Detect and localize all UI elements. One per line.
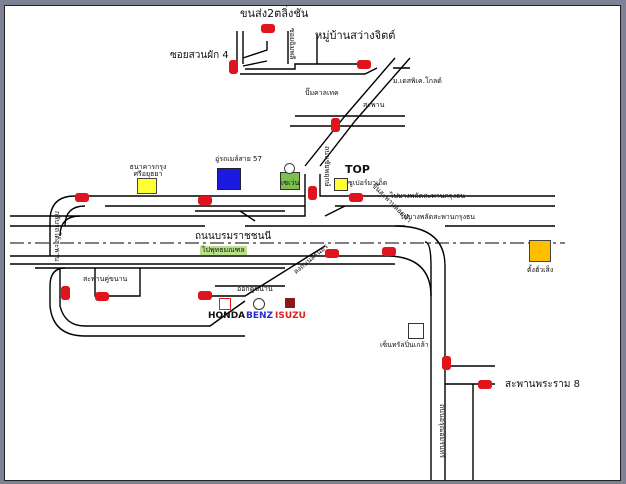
car-icon — [229, 60, 238, 74]
car-icon — [349, 193, 363, 202]
car-icon — [198, 291, 212, 300]
u-turn-road-label: กลับรถใต้สะพาน — [53, 211, 61, 262]
to-bridge-label-2: ไปบางพลัดสะพานกรุงธน — [400, 213, 476, 221]
car-icon — [75, 193, 89, 202]
village-label: หมู่บ้านสว่างจิตต์ — [315, 29, 396, 42]
parallel-road-label: ออกคู่ขนาน — [237, 285, 273, 293]
car-icon — [61, 286, 70, 300]
title-label: ขนส่ง2ตลิ่งชัน — [240, 7, 309, 20]
car-icon — [331, 118, 340, 132]
bank-label: ธนาคารกรุงศรีอยุธยา — [129, 163, 167, 178]
car-icon — [357, 60, 371, 69]
gas-station-label: ปั๊มคาลเทค — [305, 89, 339, 97]
soi-chimplee-label: ซอยฉิมพลี — [288, 28, 296, 60]
to-bridge-label-1: ไปบางพลัดสะพานกรุงธน — [390, 192, 466, 200]
top-label: TOP — [345, 163, 370, 176]
to-phutthamonthon-sign: ไปพุทธมณฑล — [200, 246, 247, 255]
arun-road-label: ถนนอรุณอมรินทร์ — [438, 404, 446, 459]
car-icon — [325, 249, 339, 258]
car-icon — [261, 24, 275, 33]
benz-logo-icon — [253, 298, 265, 310]
orange-shop-building — [529, 240, 551, 262]
central-label: เซ็นทรัลปิ่นเกล้า — [380, 341, 429, 349]
central-building — [408, 323, 424, 339]
bridge-label: สะพาน — [363, 101, 385, 109]
main-road-label: ถนนบรมราชชนนี — [195, 231, 272, 242]
benz-label: BENZ — [246, 311, 274, 321]
bank-building — [137, 178, 157, 194]
clock-icon — [284, 163, 295, 174]
honda-label: HONDA — [208, 311, 246, 321]
top-market-label: ซูเปอร์มาเก็ต — [348, 179, 388, 187]
garage-label: อู่รถเมล์สาย 57 — [215, 155, 262, 163]
car-icon — [95, 292, 109, 301]
car-icon — [478, 380, 492, 389]
condo-label: ม.เดสพิเค.โกลด์ — [393, 77, 442, 85]
isuzu-label: ISUZU — [275, 311, 306, 321]
orange-shop-label: ตั้งฮั่วเส็ง — [527, 266, 554, 274]
road-network — [10, 31, 565, 480]
u-turn-bridge-label: สะพานคู่ขนาน — [83, 275, 128, 283]
car-icon — [198, 196, 212, 205]
car-icon — [382, 247, 396, 256]
car-icon — [442, 356, 451, 370]
soi-suan-phak-label: ซอยสวนผัก 4 — [170, 50, 229, 61]
map-frame: ขนส่ง2ตลิ่งชัน หมู่บ้านสว่างจิตต์ ซอยสวน… — [4, 5, 621, 481]
rama8-label: สะพานพระราม 8 — [505, 379, 580, 390]
garage-building — [217, 168, 241, 190]
top-building — [334, 178, 348, 191]
honda-logo-icon — [219, 298, 231, 310]
road-chaiyaphruek-label: ถนนชัยพฤกษ์ — [323, 146, 331, 187]
isuzu-logo-icon — [285, 298, 295, 308]
tesco-label: เซเว่น — [281, 179, 300, 187]
car-icon — [308, 186, 317, 200]
